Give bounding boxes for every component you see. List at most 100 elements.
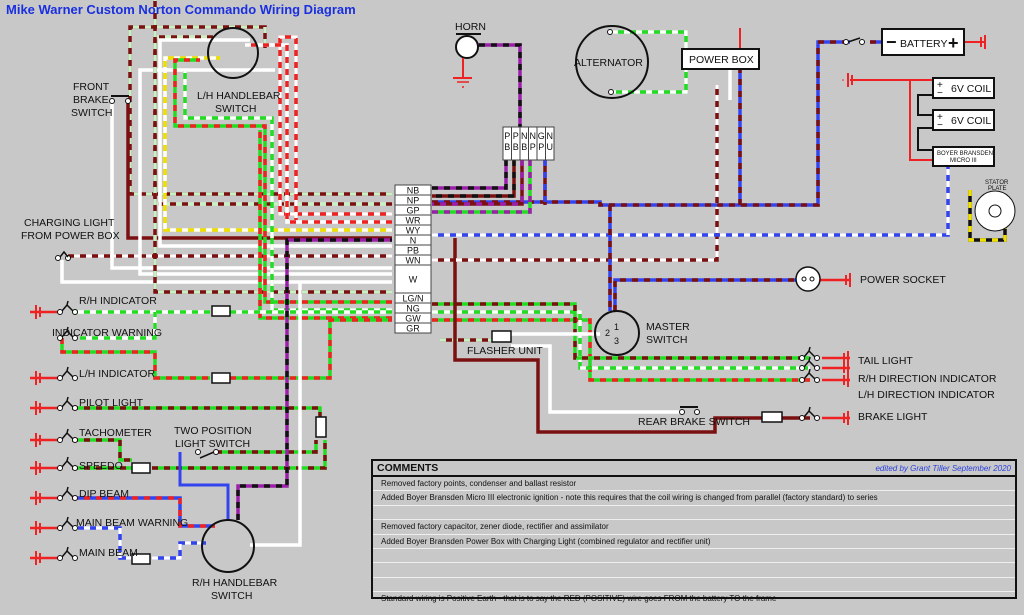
comment-row: Removed factory points, condenser and ba… — [373, 477, 1015, 492]
left-lamp: SPEEDO — [30, 456, 123, 475]
svg-text:P: P — [513, 131, 519, 141]
svg-text:−: − — [937, 120, 943, 131]
connector-pin-label: GW — [405, 314, 421, 324]
right-lamp: L/H DIRECTION INDICATOR — [799, 368, 995, 401]
svg-text:N: N — [521, 131, 528, 141]
svg-text:P: P — [530, 142, 536, 152]
wire — [72, 406, 322, 420]
svg-text:TWO POSITION: TWO POSITION — [174, 425, 252, 437]
svg-text:PLATE: PLATE — [988, 186, 1007, 192]
ground-icon — [30, 401, 41, 415]
lamp-icon — [57, 456, 78, 471]
connector-pin-label: GP — [406, 206, 419, 216]
connector-pin-label: WY — [406, 226, 421, 236]
right-lamps: TAIL LIGHT R/H DIRECTION INDICATOR L/H DIR… — [799, 346, 997, 425]
svg-text:BOYER BRANSDEN: BOYER BRANSDEN — [937, 151, 993, 157]
lamp-icon — [799, 368, 820, 383]
wire-stripe — [432, 318, 810, 382]
lamp-icon — [57, 366, 78, 381]
alternator-icon — [575, 25, 649, 99]
ground-icon — [30, 551, 41, 565]
left-lamp: MAIN BEAM — [30, 546, 138, 565]
svg-text:LIGHT SWITCH: LIGHT SWITCH — [175, 438, 250, 450]
wire-stripe — [432, 85, 719, 262]
ground-icon — [840, 273, 851, 287]
wire-stripe — [432, 302, 810, 360]
comments-title: COMMENTS — [377, 462, 439, 474]
wire-stripe — [80, 312, 157, 340]
comment-row: Added Boyer Bransden Micro III electroni… — [373, 491, 1015, 506]
svg-text:B: B — [513, 142, 519, 152]
left-lamp: PILOT LIGHT — [30, 396, 144, 415]
comment-row: Added Boyer Bransden Power Box with Char… — [373, 535, 1015, 549]
lamp-icon — [57, 396, 78, 411]
wire-stripe — [152, 440, 327, 470]
lamp-label: MAIN BEAM WARNING — [76, 517, 188, 529]
wire-stripe — [612, 30, 688, 94]
wire-stripe — [432, 160, 508, 190]
ground-icon — [30, 521, 41, 535]
wire — [453, 238, 762, 434]
coil-label: 6V COIL — [951, 115, 991, 127]
connector-pin-label: GR — [406, 324, 420, 334]
svg-text:FLASHER UNIT: FLASHER UNIT — [467, 345, 543, 357]
power-socket: POWER SOCKET — [795, 266, 946, 292]
lh-handlebar-switch: L/H HANDLEBAR SWITCH — [197, 27, 281, 115]
lamp-label: R/H DIRECTION INDICATOR — [858, 373, 997, 385]
svg-text:SWITCH: SWITCH — [215, 103, 256, 115]
svg-text:MICRO III: MICRO III — [950, 158, 977, 164]
wire — [917, 94, 933, 116]
svg-text:FRONT: FRONT — [73, 81, 110, 93]
connector-icon — [211, 372, 231, 384]
connector-icon — [315, 416, 327, 438]
wire — [250, 282, 302, 547]
wire — [178, 452, 230, 520]
wire-stripe — [613, 278, 796, 311]
right-lamp: BRAKE LIGHT — [799, 406, 928, 425]
lamp-label: L/H DIRECTION INDICATOR — [858, 389, 995, 401]
two-position-light-switch: TWO POSITION LIGHT SWITCH — [174, 425, 252, 450]
wire — [511, 344, 680, 414]
battery-plus: + — [948, 33, 959, 53]
lamp-icon — [799, 356, 820, 371]
wire-stripe — [72, 438, 132, 462]
connector-pin — [394, 322, 432, 334]
alternator-label: ALTERNATOR — [574, 57, 643, 69]
ground-icon — [30, 491, 41, 505]
comments-editor: edited by Grant Tiller September 2020 — [875, 463, 1011, 473]
svg-text:−: − — [937, 88, 943, 99]
wire — [126, 103, 392, 240]
horn-label: HORN — [455, 21, 486, 33]
connector-pin-label: NP — [407, 196, 420, 206]
lamp-label: INDICATOR WARNING — [52, 327, 162, 339]
wire-stripe — [432, 160, 532, 214]
wire-stripe — [278, 35, 392, 220]
lamp-icon — [57, 326, 78, 341]
wire — [72, 438, 132, 462]
lamp-label: SPEEDO — [79, 460, 123, 472]
wire — [153, 0, 392, 294]
wire-stripe — [478, 43, 522, 130]
svg-text:REAR BRAKE SWITCH: REAR BRAKE SWITCH — [638, 416, 750, 428]
front-brake-switch: FRONT BRAKE SWITCH — [71, 81, 131, 119]
lamp-label: TAIL LIGHT — [858, 355, 913, 367]
power-box: POWER BOX — [681, 48, 760, 70]
lamp-label: MAIN BEAM — [79, 547, 138, 559]
lamp-label: L/H INDICATOR — [79, 368, 155, 380]
wire — [909, 80, 933, 161]
connector-icon — [131, 553, 151, 565]
wire-stripe — [258, 130, 392, 320]
wire-stripe — [153, 35, 392, 206]
svg-text:N: N — [547, 131, 554, 141]
wire-stripe — [163, 56, 392, 232]
ground-icon — [838, 361, 849, 375]
connector-pin-label: NB — [407, 186, 420, 196]
svg-text:N: N — [530, 131, 537, 141]
charging-light: CHARGING LIGHT FROM POWER BOX — [21, 217, 120, 242]
svg-text:B: B — [521, 142, 527, 152]
ground-icon — [30, 371, 41, 385]
ground-icon — [842, 73, 853, 87]
connector-icon — [211, 305, 231, 317]
wire — [110, 103, 392, 270]
